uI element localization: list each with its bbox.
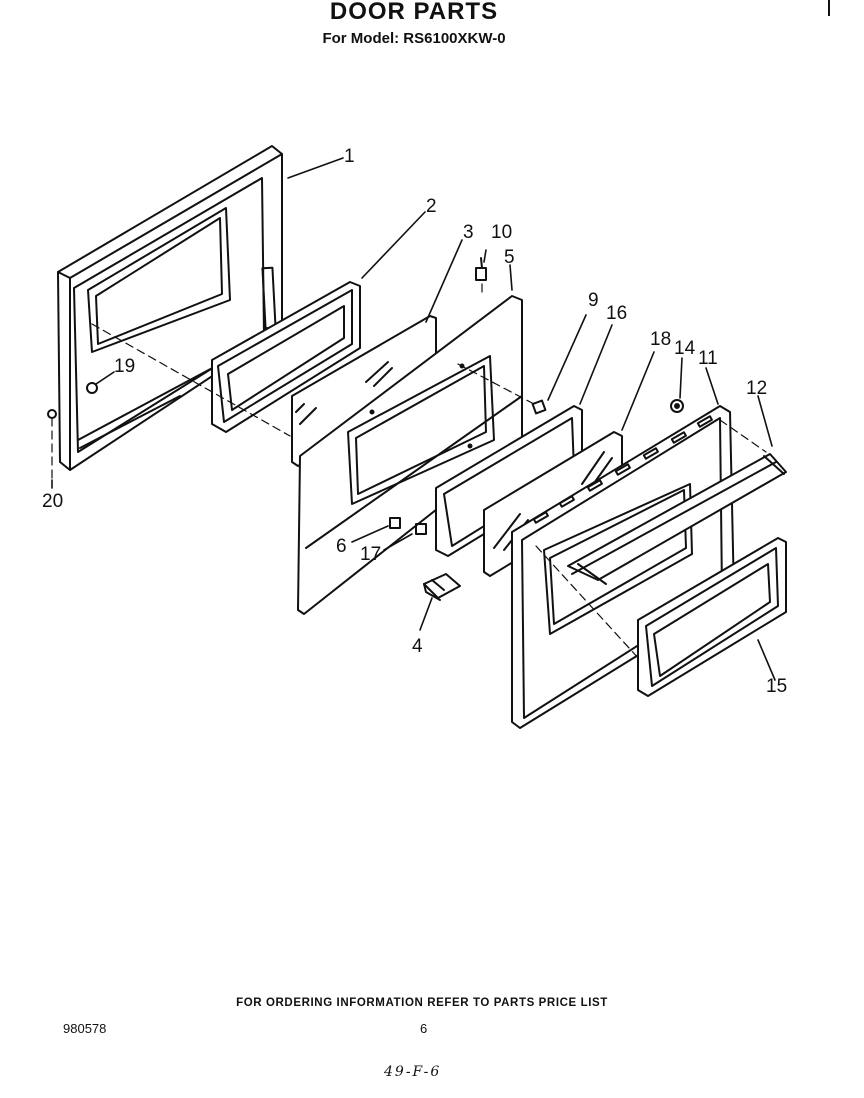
part-2-window-gasket: [211, 281, 361, 433]
part-5-door-liner: [297, 295, 523, 615]
part-19-screw: [86, 382, 98, 394]
callout-12: 12: [746, 378, 767, 399]
part-10-clip: [475, 257, 487, 281]
leader-lines: [51, 157, 776, 681]
page-title: DOOR PARTS: [329, 0, 499, 25]
part-12-handle: [567, 453, 787, 585]
callout-4: 4: [412, 636, 423, 657]
corner-mark: [828, 0, 830, 16]
part-4-bracket: [423, 573, 461, 601]
handwritten-note: 49-F-6: [384, 1064, 442, 1080]
document-number: 980578: [63, 1021, 107, 1036]
part-6-clip: [389, 517, 401, 529]
callout-11: 11: [698, 348, 718, 369]
part-1-outer-door-panel: [57, 145, 283, 471]
callout-18: 18: [650, 329, 671, 350]
model-subtitle: For Model: RS6100XKW-0: [322, 30, 506, 47]
exploded-door-diagram: 1 2 3 10 5 9 16 18 14 11 12 19 20 6 17 4…: [42, 145, 787, 729]
callout-9: 9: [588, 290, 599, 311]
part-9-clip: [531, 399, 547, 415]
callout-17: 17: [360, 544, 381, 565]
callout-2: 2: [426, 196, 437, 217]
callout-10: 10: [491, 222, 512, 243]
page-number: 6: [420, 1021, 428, 1036]
callout-5: 5: [504, 247, 515, 268]
assembly-lines: [51, 283, 767, 661]
ordering-notice: FOR ORDERING INFORMATION REFER TO PARTS …: [236, 997, 608, 1009]
callout-6: 6: [336, 536, 347, 557]
callout-15: 15: [766, 676, 787, 697]
callout-14: 14: [674, 338, 696, 359]
part-17-clip: [415, 523, 427, 535]
callout-16: 16: [606, 303, 627, 324]
callout-3: 3: [463, 222, 474, 243]
part-20-screw: [47, 409, 57, 419]
part-14-screw: [670, 399, 684, 413]
callout-19: 19: [114, 356, 135, 377]
part-15-window-trim: [637, 537, 787, 697]
callout-20: 20: [42, 491, 63, 512]
callout-1: 1: [344, 146, 355, 167]
